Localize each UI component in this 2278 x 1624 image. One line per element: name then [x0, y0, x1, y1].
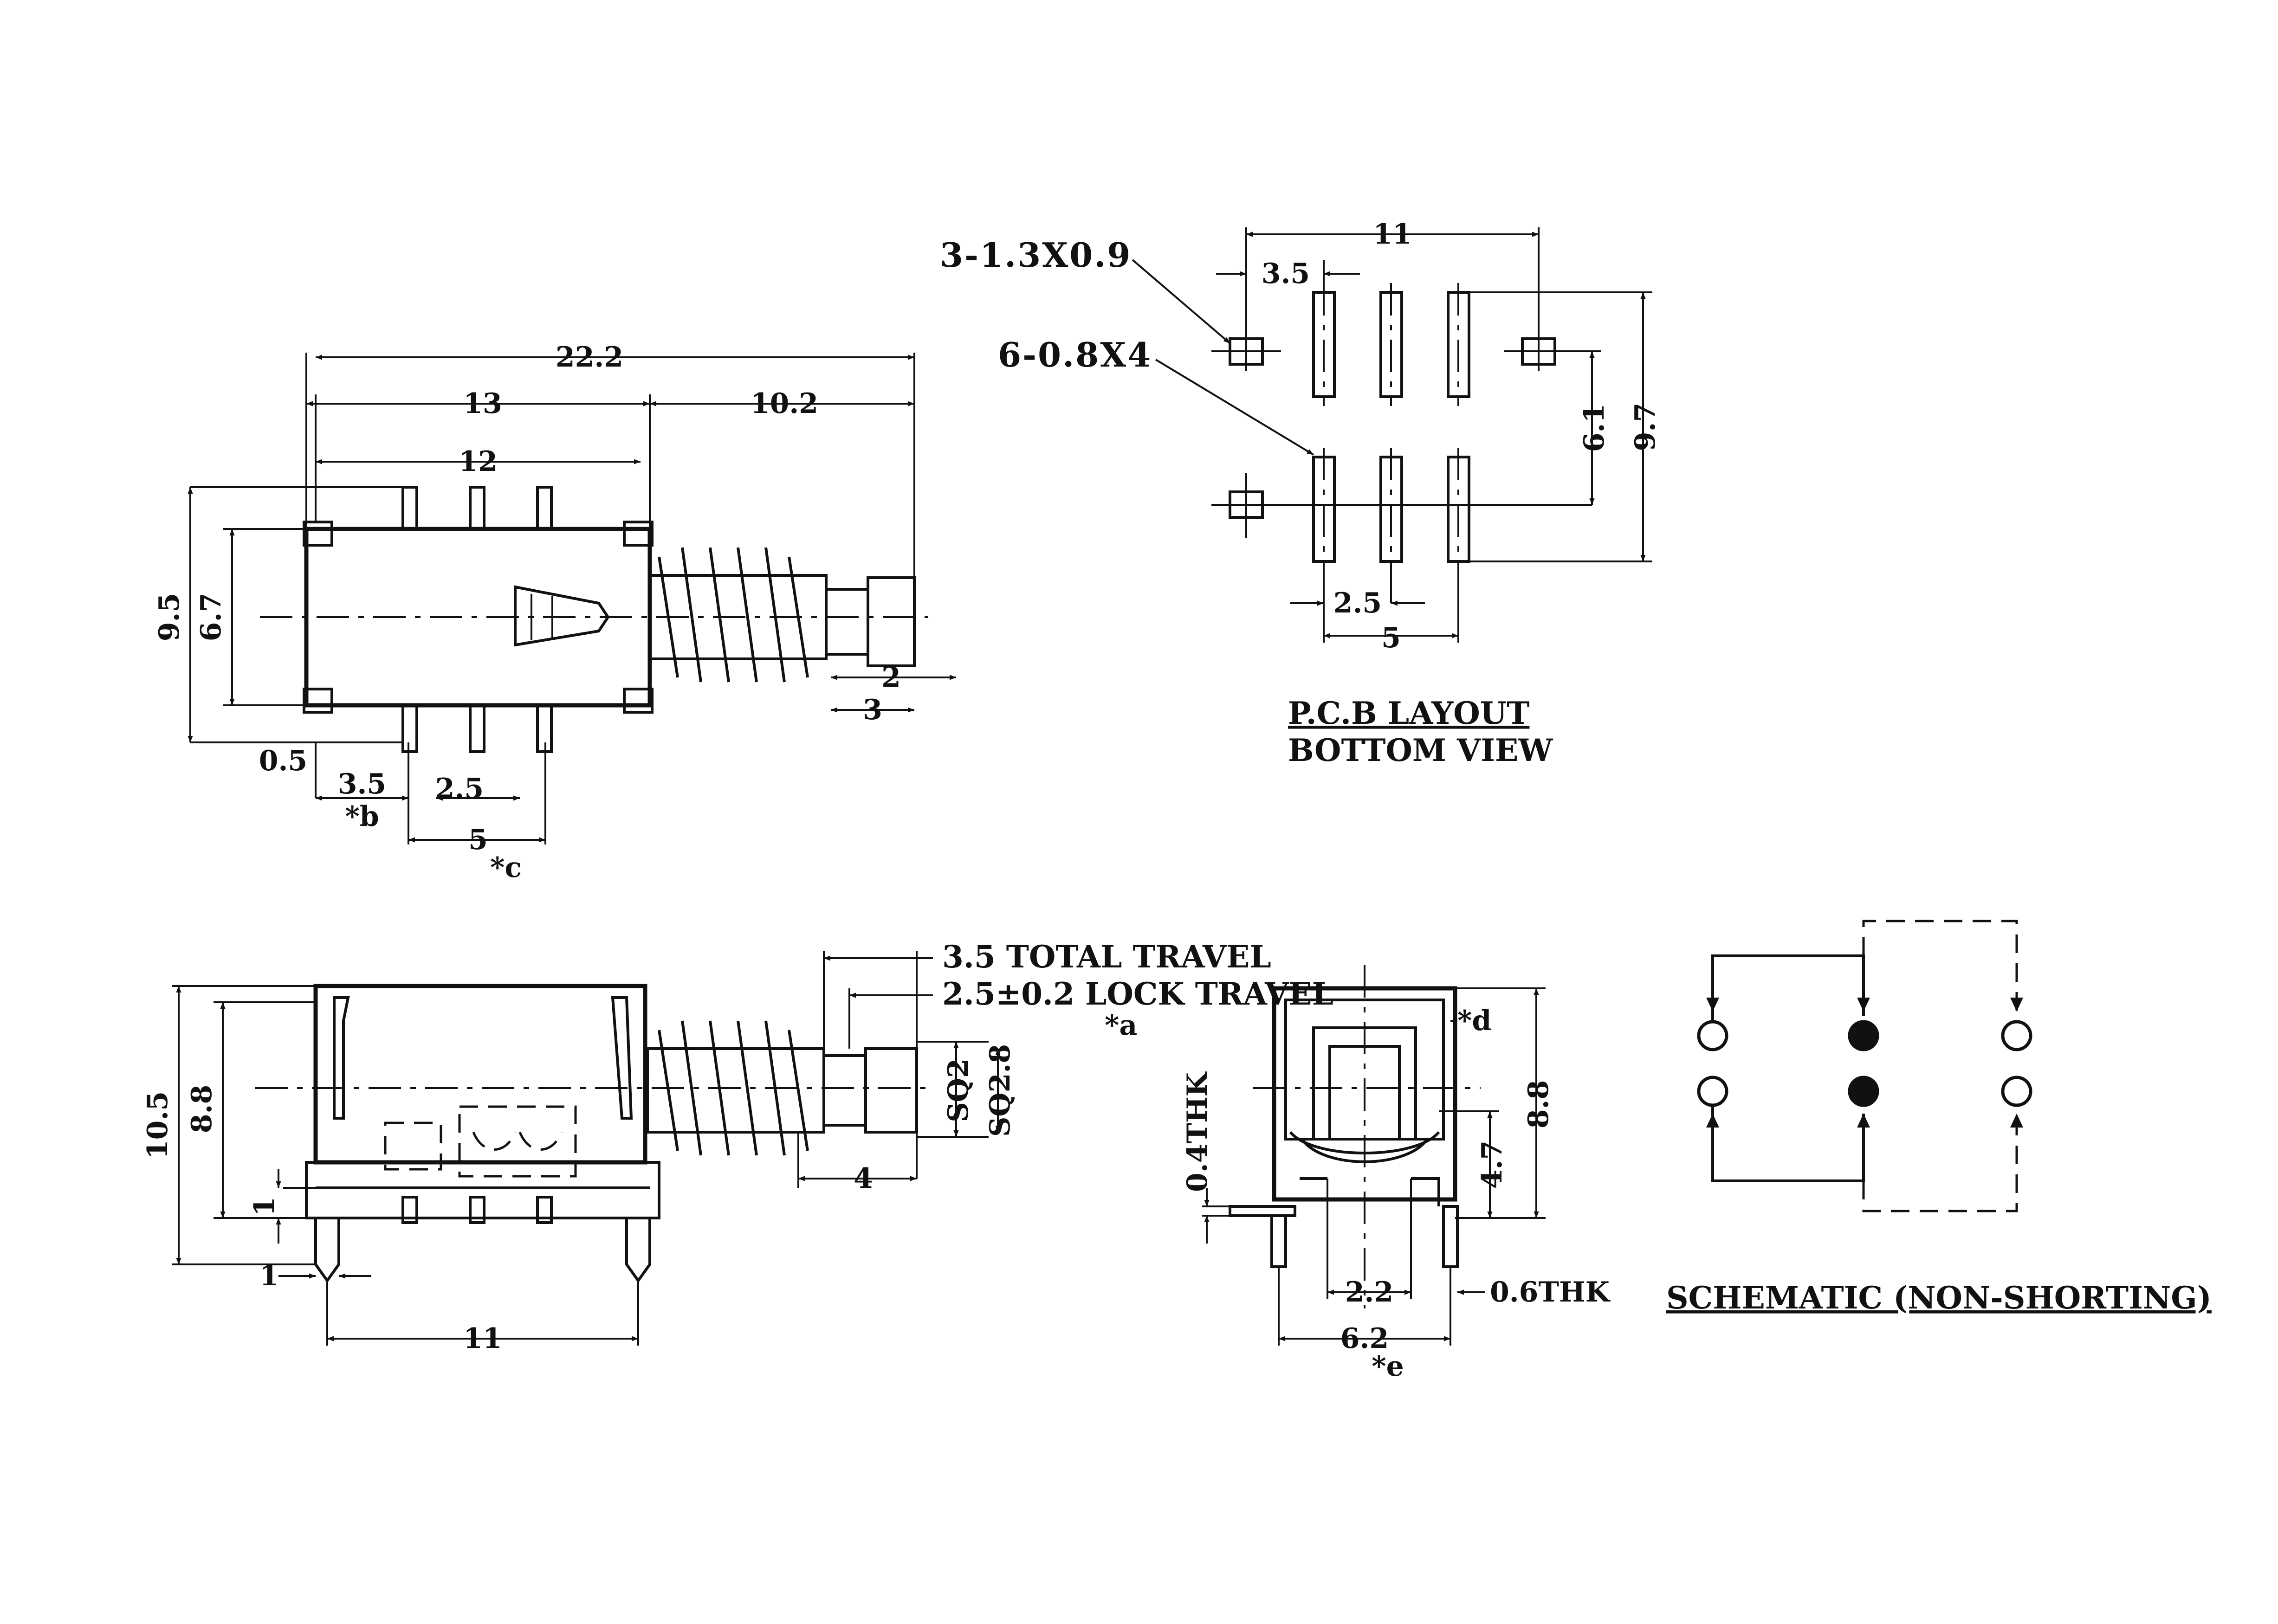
dim-height-outer: 9.5: [153, 593, 186, 641]
contact-open-1: [1697, 1020, 1728, 1051]
pcb-layout-title: P.C.B LAYOUT: [1288, 695, 1529, 731]
pcb-dim-pitch: 2.5: [1333, 587, 1382, 619]
dim-overall-length: 22.2: [556, 341, 623, 374]
schematic: SCHEMATIC (NON-SHORTING): [1666, 920, 2212, 1316]
end-dim-inner: 4.7: [1476, 1141, 1508, 1189]
note-e: *e: [1372, 1350, 1404, 1383]
schematic-title: SCHEMATIC (NON-SHORTING): [1666, 1280, 2212, 1316]
side-view: 10.5 8.8 1 1 11 3.5 TOTAL TRAVEL 2.5±0.2…: [142, 939, 1333, 1355]
side-dim-height-outer: 10.5: [142, 1091, 174, 1159]
contact-common-2: [1848, 1076, 1879, 1107]
side-shaft: 4: [854, 1162, 873, 1195]
dim-offset: 0.5: [259, 745, 307, 777]
pcb-layout-subtitle: BOTTOM VIEW: [1288, 732, 1553, 768]
dim-actuator-length: 10.2: [751, 387, 818, 420]
contact-open-2: [1697, 1076, 1728, 1107]
pcb-layout: 3-1.3X0.9 6-0.8X4 11 3.5 6.1 9.7 2.5 5 P…: [940, 218, 1662, 768]
end-dim-height: 8.8: [1522, 1080, 1555, 1128]
end-dim-plate: 0.4THK: [1181, 1071, 1214, 1192]
side-dim-leg: 1: [248, 1197, 281, 1216]
note-b: *b: [345, 800, 379, 833]
end-dim-lead-thk: 0.6THK: [1490, 1276, 1611, 1308]
dim-row-span: 5: [468, 824, 488, 856]
end-dim-pin-gap: 2.2: [1345, 1276, 1393, 1308]
dim-cap-a: 2: [881, 661, 901, 694]
note-c: *c: [490, 851, 522, 884]
callout-large-holes: 3-1.3X0.9: [940, 235, 1132, 275]
dim-pin-pitch: 2.5: [435, 773, 484, 805]
note-d: *d: [1457, 1005, 1491, 1037]
top-view: 22.2 13 10.2 12 9.5 6.7 0.5 3.5 2.5 5 2 …: [153, 341, 956, 884]
callout-slot-holes: 6-0.8X4: [998, 335, 1152, 374]
side-dim-leg-offset: 1: [259, 1260, 279, 1292]
end-view: 0.4THK 8.8 4.7 2.2 0.6THK 6.2 *d *e: [1181, 965, 1611, 1383]
pcb-dim-overall: 9.7: [1629, 403, 1662, 451]
dim-pin-span: 12: [459, 445, 498, 478]
pcb-dim-span: 11: [1373, 218, 1412, 251]
end-dim-width: 6.2: [1340, 1322, 1389, 1355]
dim-height-inner: 6.7: [195, 593, 227, 641]
side-sq-outer: SQ2.8: [984, 1044, 1016, 1137]
contact-common-1: [1848, 1020, 1879, 1051]
pcb-dim-row-span: 5: [1381, 622, 1401, 654]
side-sq-inner: SQ2: [942, 1058, 975, 1122]
side-lock-travel: 2.5±0.2 LOCK TRAVEL: [942, 976, 1333, 1012]
dim-body-length: 13: [463, 387, 502, 420]
dim-cap-b: 3: [863, 694, 882, 726]
contact-open-3: [2001, 1020, 2032, 1051]
side-dim-leg-span: 11: [463, 1322, 502, 1355]
pcb-dim-offset: 3.5: [1262, 258, 1310, 290]
pcb-dim-row-gap: 6.1: [1578, 404, 1611, 452]
dim-first-pin: 3.5: [338, 768, 386, 800]
note-a: *a: [1105, 1009, 1137, 1042]
contact-open-4: [2001, 1076, 2032, 1107]
side-total-travel: 3.5 TOTAL TRAVEL: [942, 939, 1271, 975]
side-dim-height-inner: 8.8: [186, 1085, 218, 1133]
